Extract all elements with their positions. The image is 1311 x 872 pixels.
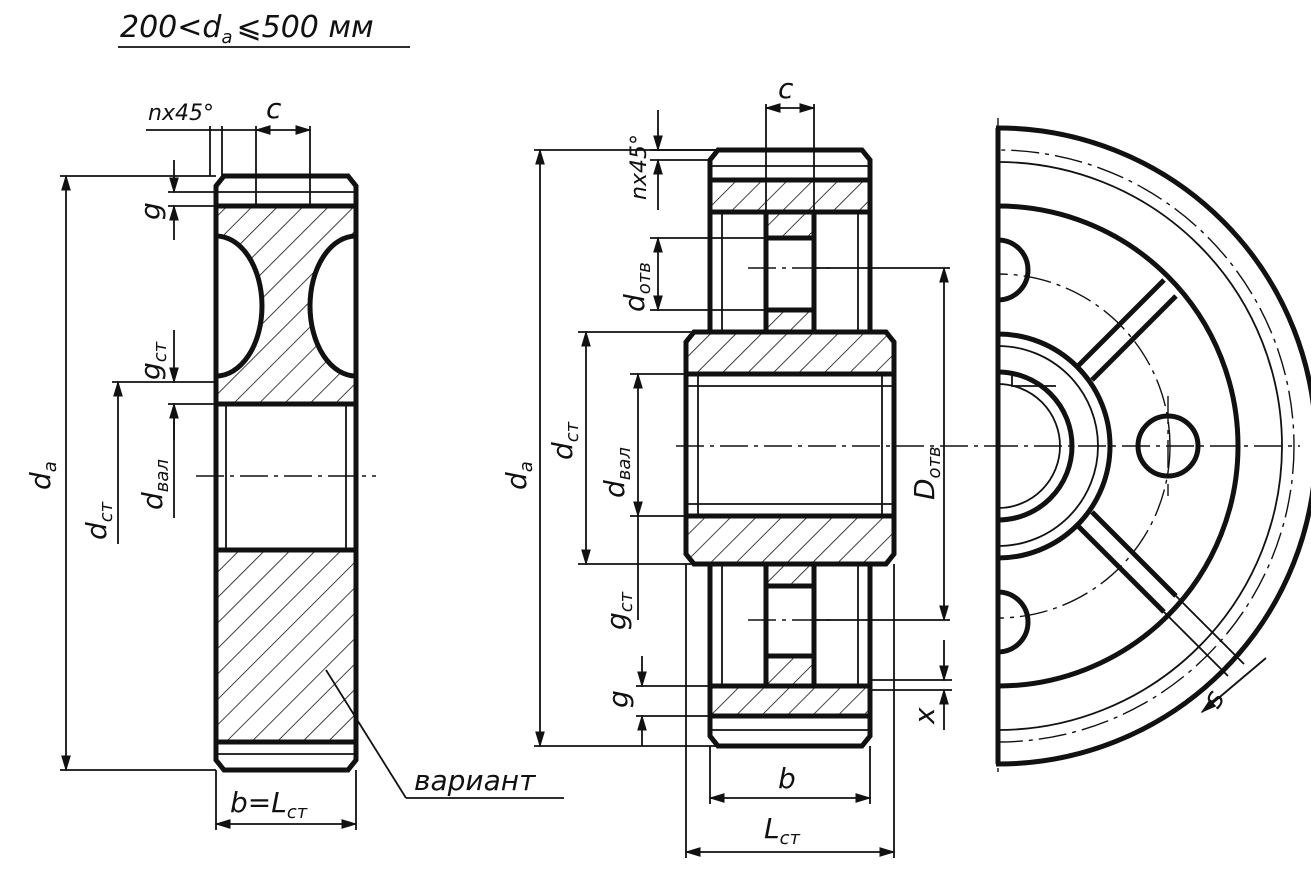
title: 200<da⩽500 мм (118, 10, 410, 48)
left-b-label: b=Lст (230, 786, 308, 823)
middle-dimensions: c nx45° dотв da dст dвал Dотв gст (500, 72, 952, 858)
mid-dst-label: dст (546, 421, 583, 460)
right-half-view (990, 118, 1311, 776)
left-c-label: c (266, 92, 282, 125)
mid-Lst-label: Lст (764, 812, 801, 849)
right-s-label: s (1195, 684, 1231, 713)
mid-b-label: b (778, 762, 796, 795)
mid-g-label: g (602, 690, 635, 708)
middle-gear-section (650, 147, 990, 749)
right-dimensions: s (1163, 595, 1267, 714)
left-g-label: g (134, 202, 167, 220)
mid-gst-label: gст (600, 591, 637, 630)
mid-chamfer-label: nx45° (627, 134, 652, 200)
mid-da-label: da (500, 461, 537, 490)
mid-dval-label: dвал (598, 447, 635, 498)
mid-x-label: x (908, 707, 941, 725)
mid-Dotv-label: Dотв (908, 446, 945, 500)
left-gear-section (196, 173, 376, 773)
left-dst-label: dст (80, 501, 117, 540)
mid-dotv-label: dотв (618, 262, 655, 312)
left-gst-label: gст (134, 341, 171, 380)
variant-label: вариант (414, 764, 536, 797)
svg-text:200<da⩽500 мм: 200<da⩽500 мм (120, 10, 374, 48)
left-dimensions: nx45° c da g gст dст dвал b=Lст вари (24, 92, 564, 830)
left-dval-label: dвал (136, 459, 173, 510)
mid-c-label: c (778, 72, 794, 105)
left-chamfer-label: nx45° (148, 101, 214, 126)
left-da-label: da (24, 461, 61, 490)
